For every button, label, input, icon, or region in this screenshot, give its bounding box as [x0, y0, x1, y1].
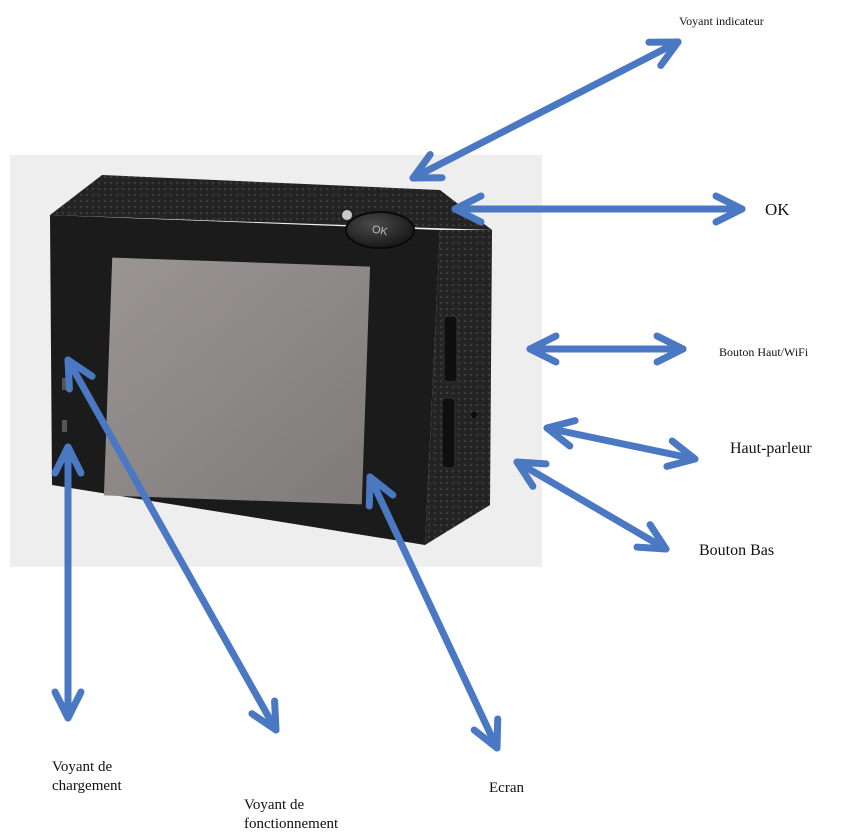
product-photo: OK	[10, 155, 542, 567]
label-bouton-bas: Bouton Bas	[699, 542, 775, 559]
camera-side-face	[425, 230, 492, 545]
indicator-led	[342, 210, 352, 220]
side-button-down	[441, 397, 456, 469]
speaker-hole	[471, 412, 477, 418]
arrow-ok	[451, 192, 746, 226]
label-haut-parleur: Haut-parleur	[730, 440, 812, 457]
ok-button	[345, 211, 415, 249]
arrow-voyant-chargement	[51, 443, 85, 722]
label-voyant-fonctionnement: Voyant de fonctionnement	[244, 796, 338, 834]
arrow-bouton-bas	[513, 458, 670, 553]
side-button-up	[443, 315, 458, 383]
label-voyant-fonctionnement-line1: Voyant de	[244, 797, 305, 813]
arrow-ecran	[365, 473, 502, 752]
label-bouton-haut-wifi: Bouton Haut/WiFi	[719, 345, 809, 359]
label-voyant-chargement: Voyant de chargement	[52, 758, 122, 796]
label-voyant-indicateur: Voyant indicateur	[679, 14, 764, 28]
camera-screen	[103, 257, 371, 505]
power-led	[62, 420, 67, 432]
charge-led	[62, 378, 67, 390]
label-ecran: Ecran	[489, 780, 524, 796]
label-ok: OK	[765, 200, 790, 219]
label-voyant-fonctionnement-line2: fonctionnement	[244, 815, 339, 832]
arrow-haut-parleur	[543, 417, 699, 470]
arrow-voyant-indicateur	[409, 38, 682, 182]
ok-button-text: OK	[371, 223, 390, 238]
arrow-bouton-haut-wifi	[526, 332, 687, 366]
arrow-voyant-fonctionnement	[64, 356, 280, 734]
label-voyant-chargement-line1: Voyant de	[52, 759, 113, 775]
label-voyant-chargement-line2: chargement	[52, 777, 122, 794]
arrow-layer	[51, 38, 746, 752]
